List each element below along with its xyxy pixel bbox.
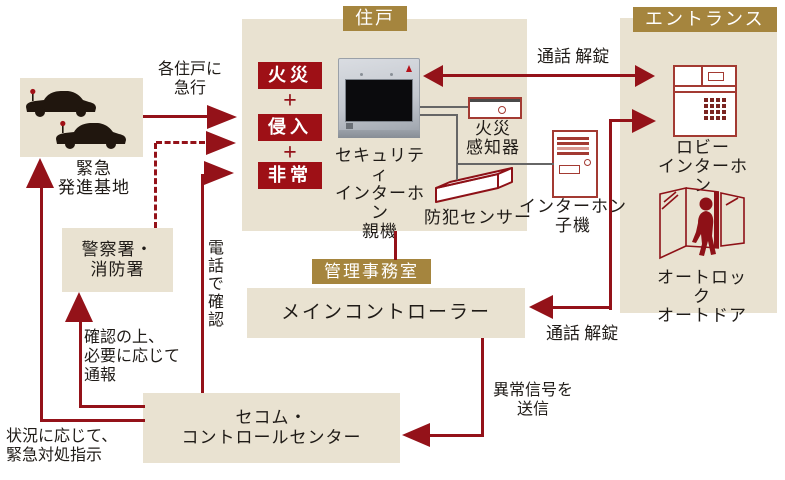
grille-bar bbox=[557, 142, 589, 145]
line-base-to-unit bbox=[143, 115, 207, 118]
lobby-slot bbox=[708, 72, 724, 81]
emergency-alarm-button: 非常 bbox=[258, 162, 322, 189]
plus-sign: + bbox=[283, 140, 297, 166]
sub-intercom-led bbox=[584, 159, 591, 166]
arrowhead-to-unit-2 bbox=[206, 131, 236, 155]
office-zone-label-text: 管理事務室 bbox=[324, 262, 419, 281]
arrowhead-to-lobby-intercom bbox=[635, 65, 655, 87]
auto-door-label: オートロック オートドア bbox=[657, 268, 747, 325]
emergency-cars-image bbox=[20, 78, 143, 157]
alarm-signal-label: 異常信号を 送信 bbox=[492, 382, 573, 418]
security-sensor-label: 防犯センサー bbox=[424, 208, 532, 227]
fire-detector-top bbox=[470, 99, 520, 102]
line-lobby-controller bbox=[609, 119, 634, 122]
intercom-main-unit-image bbox=[338, 58, 420, 138]
line-call-unlock-top bbox=[441, 74, 637, 77]
arrowhead-to-secom bbox=[402, 423, 430, 447]
intercom-screen bbox=[345, 79, 413, 122]
fire-detector-label: 火災 感知器 bbox=[466, 119, 520, 157]
call-unlock-top-label: 通話 解錠 bbox=[537, 47, 610, 66]
intercom-dot bbox=[360, 73, 363, 76]
grille-bar bbox=[557, 137, 589, 140]
unit-zone-label: 住戸 bbox=[343, 6, 407, 31]
police-fire-box: 警察署・ 消防署 bbox=[62, 228, 173, 292]
arrowhead-to-base bbox=[26, 158, 54, 188]
fire-detector-led bbox=[498, 106, 506, 114]
intrusion-alarm-button: 侵入 bbox=[258, 114, 322, 141]
line-lobby-controller bbox=[551, 306, 612, 309]
line-secom-to-unit bbox=[201, 174, 204, 393]
line-secom-to-police bbox=[79, 405, 145, 408]
line-secom-to-police bbox=[79, 320, 82, 408]
grille-bar bbox=[557, 152, 589, 155]
report-label: 確認の上、 必要に応じて 通報 bbox=[84, 329, 181, 384]
intercom-bottom-strip bbox=[338, 130, 420, 138]
panel-line bbox=[701, 67, 703, 85]
arrowhead-to-main-controller bbox=[529, 295, 553, 319]
plus-sign: + bbox=[283, 88, 297, 114]
dashed-line-police-to-unit bbox=[154, 143, 157, 228]
arrowhead-to-unit-1 bbox=[207, 105, 237, 129]
line-lobby-controller bbox=[609, 119, 612, 310]
auto-door-icon bbox=[659, 186, 745, 260]
wire-main-branch bbox=[420, 114, 458, 116]
sub-intercom-icon bbox=[552, 130, 598, 198]
fire-detector-icon bbox=[468, 97, 522, 119]
wire-to-sub-intercom bbox=[456, 163, 554, 165]
arrowhead-to-main-unit bbox=[423, 65, 443, 87]
call-unlock-bottom-label: 通話 解錠 bbox=[546, 324, 619, 343]
line-secom-to-base bbox=[40, 419, 145, 422]
dispatch-base-label: 緊急 発進基地 bbox=[58, 159, 130, 197]
brand-logo-icon bbox=[406, 65, 412, 72]
line-controller-to-secom bbox=[481, 338, 484, 437]
arrowhead-to-lobby-intercom-2 bbox=[632, 109, 656, 133]
entrance-zone-label: エントランス bbox=[633, 7, 777, 32]
main-controller-box: メインコントローラー bbox=[247, 288, 525, 338]
security-sensor-icon bbox=[435, 167, 513, 203]
arrowhead-to-unit-3 bbox=[204, 161, 234, 185]
emergency-instruction-label: 状況に応じて、 緊急対処指示 bbox=[6, 428, 118, 464]
arrowhead-to-police bbox=[65, 292, 93, 322]
sub-intercom-label: インターホン 子機 bbox=[519, 197, 627, 235]
grille-bar bbox=[557, 147, 589, 150]
line-unit-to-office bbox=[394, 231, 397, 260]
line-secom-to-base bbox=[40, 187, 43, 421]
sub-intercom-slot bbox=[559, 165, 580, 174]
wire-to-sensor bbox=[456, 114, 458, 180]
panel-line bbox=[675, 85, 735, 87]
intercom-dot bbox=[390, 73, 393, 76]
phone-confirm-label: 電話で確認 bbox=[205, 239, 222, 329]
keypad-grid bbox=[704, 98, 727, 120]
rush-label: 各住戸に 急行 bbox=[157, 61, 222, 97]
fire-alarm-button: 火災 bbox=[258, 62, 322, 89]
lobby-intercom-label: ロビー インターホン bbox=[658, 138, 748, 195]
panel-line bbox=[675, 91, 735, 93]
wire-main-to-detector bbox=[420, 106, 468, 108]
line-controller-to-secom bbox=[430, 434, 484, 437]
intercom-main-label: セキュリティ インターホン 親機 bbox=[335, 146, 425, 241]
intercom-button bbox=[346, 123, 353, 129]
lobby-intercom-icon bbox=[673, 65, 737, 137]
dashed-line-police-to-unit bbox=[156, 141, 205, 144]
secom-center-box: セコム・ コントロールセンター bbox=[143, 393, 400, 463]
office-zone-label: 管理事務室 bbox=[312, 259, 431, 284]
